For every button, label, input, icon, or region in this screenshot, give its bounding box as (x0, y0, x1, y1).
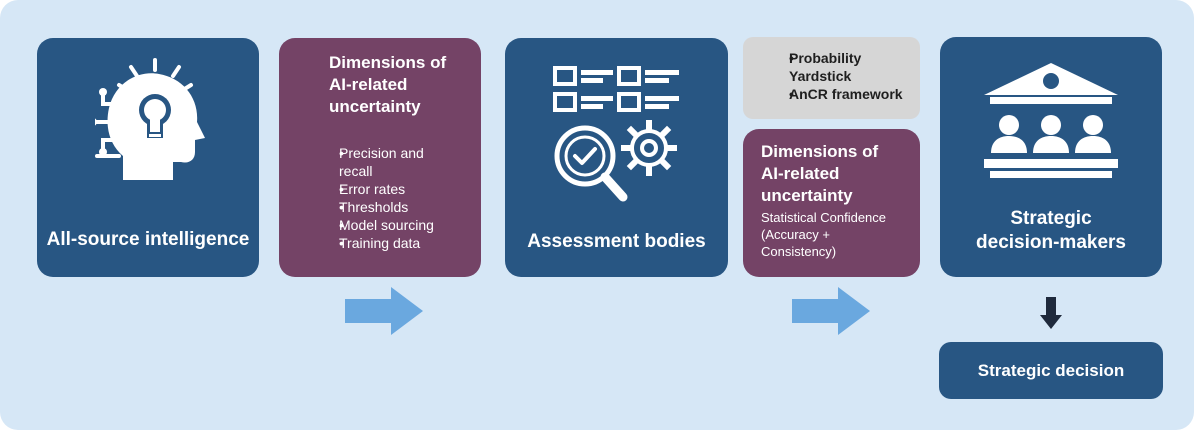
strategic-decision-box: Strategic decision (939, 342, 1163, 399)
framework-text: AnCR framework (789, 86, 903, 102)
uncertainty-bullet-list: Precision and recall Error rates Thresho… (299, 144, 479, 252)
label-line-2: decision-makers (976, 232, 1126, 253)
statistical-confidence-text: Statistical Confidence (Accuracy + Consi… (761, 209, 886, 260)
assessment-bodies-label: Assessment bodies (527, 231, 706, 252)
uncertainty-title-right: Dimensions of AI-related uncertainty (761, 141, 878, 207)
flow-arrow-right (792, 287, 872, 335)
all-source-intelligence-box: All-source intelligence (37, 38, 259, 277)
bullet-text: Precision and (339, 145, 424, 161)
bullet-item: Precision and (299, 144, 479, 162)
bullet-item: Thresholds (299, 198, 479, 216)
title-line-2: AI-related (329, 75, 408, 94)
strategic-decision-label: Strategic decision (977, 361, 1125, 380)
bullet-text: Model sourcing (339, 217, 434, 233)
framework-text: Probability (789, 50, 862, 66)
all-source-intelligence-label: All-source intelligence (46, 229, 250, 250)
bullet-text: recall (339, 163, 373, 179)
frameworks-box: Probability Yardstick AnCR framework (743, 37, 920, 119)
assessment-bodies-box: Assessment bodies (505, 38, 728, 277)
title-line-1: Dimensions of (761, 142, 879, 161)
body-line-1: Statistical Confidence (761, 210, 887, 225)
framework-continuation: Yardstick (753, 67, 913, 85)
bullet-continuation: recall (299, 162, 479, 180)
bullet-item: Model sourcing (299, 216, 479, 234)
bullet-text: Training data (339, 235, 421, 251)
strategic-decision-makers-label: Strategic decision-makers (940, 207, 1162, 255)
uncertainty-dimensions-box-right: Dimensions of AI-related uncertainty Sta… (743, 129, 920, 277)
checklist-magnifier-gear-icon (551, 64, 683, 204)
label-line-1: Strategic (1010, 208, 1092, 229)
framework-item: AnCR framework (753, 85, 913, 103)
uncertainty-title-left: Dimensions of AI-related uncertainty (329, 52, 446, 118)
uncertainty-dimensions-box-left: Dimensions of AI-related uncertainty Pre… (279, 38, 481, 277)
title-line-1: Dimensions of (329, 53, 447, 72)
flow-arrow-down (1040, 297, 1062, 329)
institution-people-icon (982, 61, 1120, 187)
frameworks-list: Probability Yardstick AnCR framework (753, 49, 913, 103)
bullet-text: Error rates (339, 181, 406, 197)
strategic-decision-makers-box: Strategic decision-makers (940, 37, 1162, 277)
bullet-item: Error rates (299, 180, 479, 198)
title-line-3: uncertainty (329, 97, 421, 116)
title-line-3: uncertainty (761, 186, 853, 205)
lightbulb-head-icon (95, 52, 205, 192)
title-line-2: AI-related (761, 164, 840, 183)
flow-arrow-right (345, 287, 425, 335)
bullet-text: Thresholds (339, 199, 409, 215)
framework-item: Probability (753, 49, 913, 67)
framework-text: Yardstick (789, 68, 852, 84)
body-line-2: (Accuracy + (761, 227, 830, 242)
body-line-3: Consistency) (761, 244, 837, 259)
bullet-item: Training data (299, 234, 479, 252)
